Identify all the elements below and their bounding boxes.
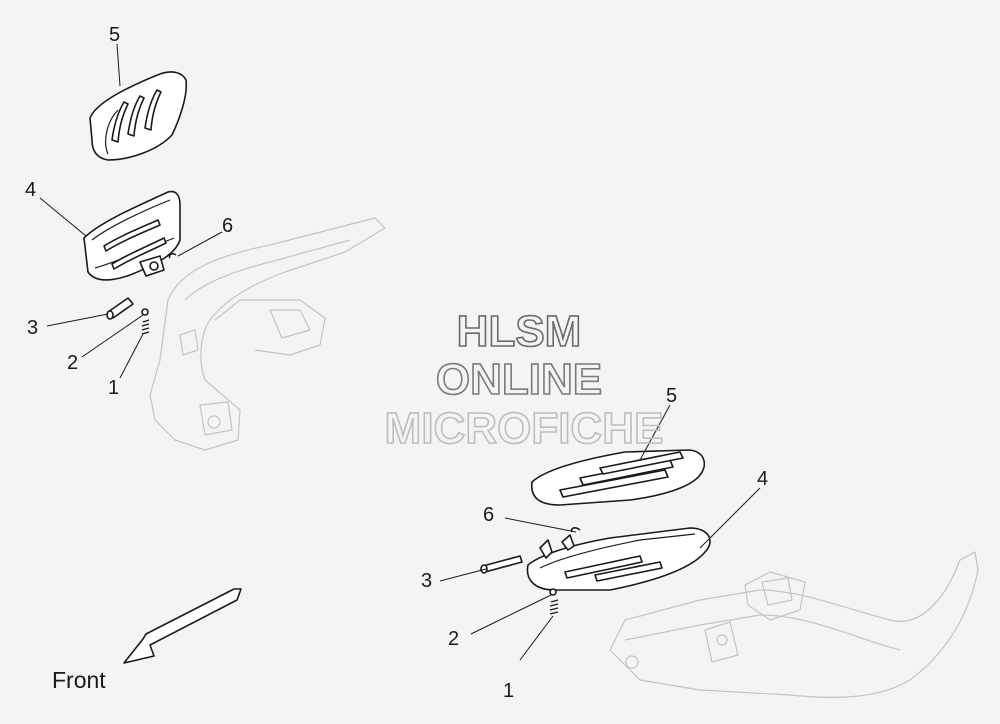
- watermark-line-2: ONLINE: [436, 355, 602, 404]
- left-callout-4: 4: [25, 179, 36, 201]
- left-pin: [106, 297, 134, 320]
- right-callout-6: 6: [483, 504, 494, 526]
- right-washer: [549, 588, 557, 596]
- right-tread-pad: [531, 449, 706, 506]
- left-tread-pad: [89, 71, 188, 161]
- right-spring: [549, 599, 559, 615]
- right-callout-4: 4: [757, 468, 768, 490]
- left-callout-5: 5: [109, 24, 120, 46]
- left-leader-lines: [39, 43, 223, 379]
- left-footboard: [83, 190, 181, 281]
- front-direction-label: Front: [52, 667, 106, 693]
- right-callout-3: 3: [421, 570, 432, 592]
- right-pin: [480, 555, 523, 574]
- watermark: HLSM ONLINE MICROFICHE: [384, 306, 664, 454]
- left-washer: [141, 308, 149, 316]
- right-callout-2: 2: [448, 628, 459, 650]
- left-spring: [141, 319, 150, 335]
- right-callout-5: 5: [666, 385, 677, 407]
- watermark-line-3: MICROFICHE: [385, 404, 664, 453]
- right-frame-bracket: [609, 551, 979, 698]
- left-callout-3: 3: [27, 317, 38, 339]
- watermark-line-1: HLSM: [457, 307, 582, 356]
- left-callout-2: 2: [67, 352, 78, 374]
- front-arrow-icon: [123, 588, 242, 664]
- right-callout-1: 1: [503, 680, 514, 702]
- left-callout-6: 6: [222, 215, 233, 237]
- right-leader-lines: [439, 404, 761, 661]
- left-callout-1: 1: [108, 377, 119, 399]
- left-clip: [168, 252, 177, 259]
- right-footboard: [526, 527, 711, 591]
- left-frame-bracket: [149, 217, 386, 451]
